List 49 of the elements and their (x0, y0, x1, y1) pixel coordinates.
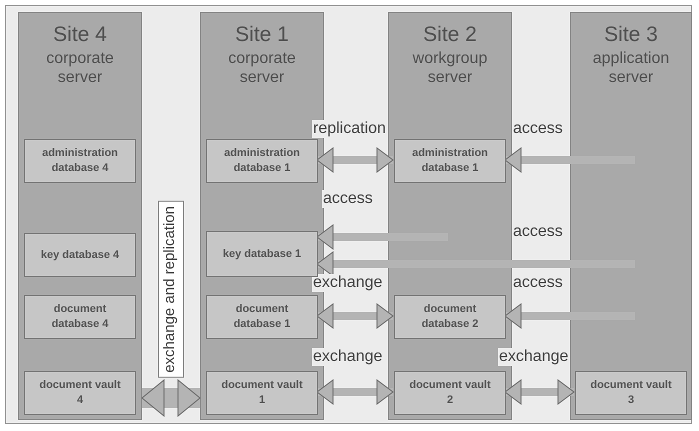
double-arrow (316, 304, 394, 328)
server-type: corporate server (227, 49, 297, 87)
double-arrow (142, 380, 200, 416)
server-type: workgroup server (412, 49, 488, 87)
database-box (394, 139, 506, 183)
database-box (206, 371, 318, 415)
site-title: Site 1 (234, 23, 290, 47)
site-column (18, 12, 142, 420)
database-box (394, 371, 506, 415)
double-arrow (316, 380, 394, 404)
server-type: corporate server (45, 49, 115, 87)
site-title: Site 3 (603, 23, 659, 47)
database-box (24, 139, 136, 183)
box-label: document database 2 (420, 302, 480, 332)
site-title: Site 4 (52, 23, 108, 47)
box-label: administration database 1 (411, 146, 489, 176)
box-label: key database 4 (40, 248, 120, 262)
database-box (24, 371, 136, 415)
edge-label: exchange (498, 348, 570, 366)
database-box (394, 295, 506, 339)
server-type: application server (592, 49, 670, 87)
box-label: document vault 2 (408, 378, 492, 408)
edge-label: access (322, 190, 374, 208)
arrow (316, 224, 448, 250)
box-label: administration database 4 (41, 146, 119, 176)
arrow (504, 304, 635, 328)
database-box (575, 371, 687, 415)
box-label: document database 4 (50, 302, 110, 332)
box-label: document database 1 (232, 302, 292, 332)
database-box (206, 139, 318, 183)
box-label: key database 1 (222, 246, 302, 262)
arrow (316, 252, 635, 276)
database-box (206, 231, 318, 277)
edge-label: exchange (312, 348, 384, 366)
double-arrow (504, 380, 574, 404)
double-arrow (316, 148, 394, 172)
site-column (570, 12, 692, 420)
box-label: document vault 3 (589, 378, 673, 408)
edge-label: exchange (312, 274, 384, 292)
edge-label: exchange and replication (158, 201, 184, 378)
database-box (24, 295, 136, 339)
database-box (24, 233, 136, 277)
arrow (504, 148, 635, 172)
box-label: administration database 1 (223, 146, 301, 176)
site-title: Site 2 (422, 23, 478, 47)
database-box (206, 295, 318, 339)
box-label: document vault 4 (38, 378, 122, 408)
edge-label: replication (312, 120, 387, 138)
box-label: document vault 1 (220, 378, 304, 408)
